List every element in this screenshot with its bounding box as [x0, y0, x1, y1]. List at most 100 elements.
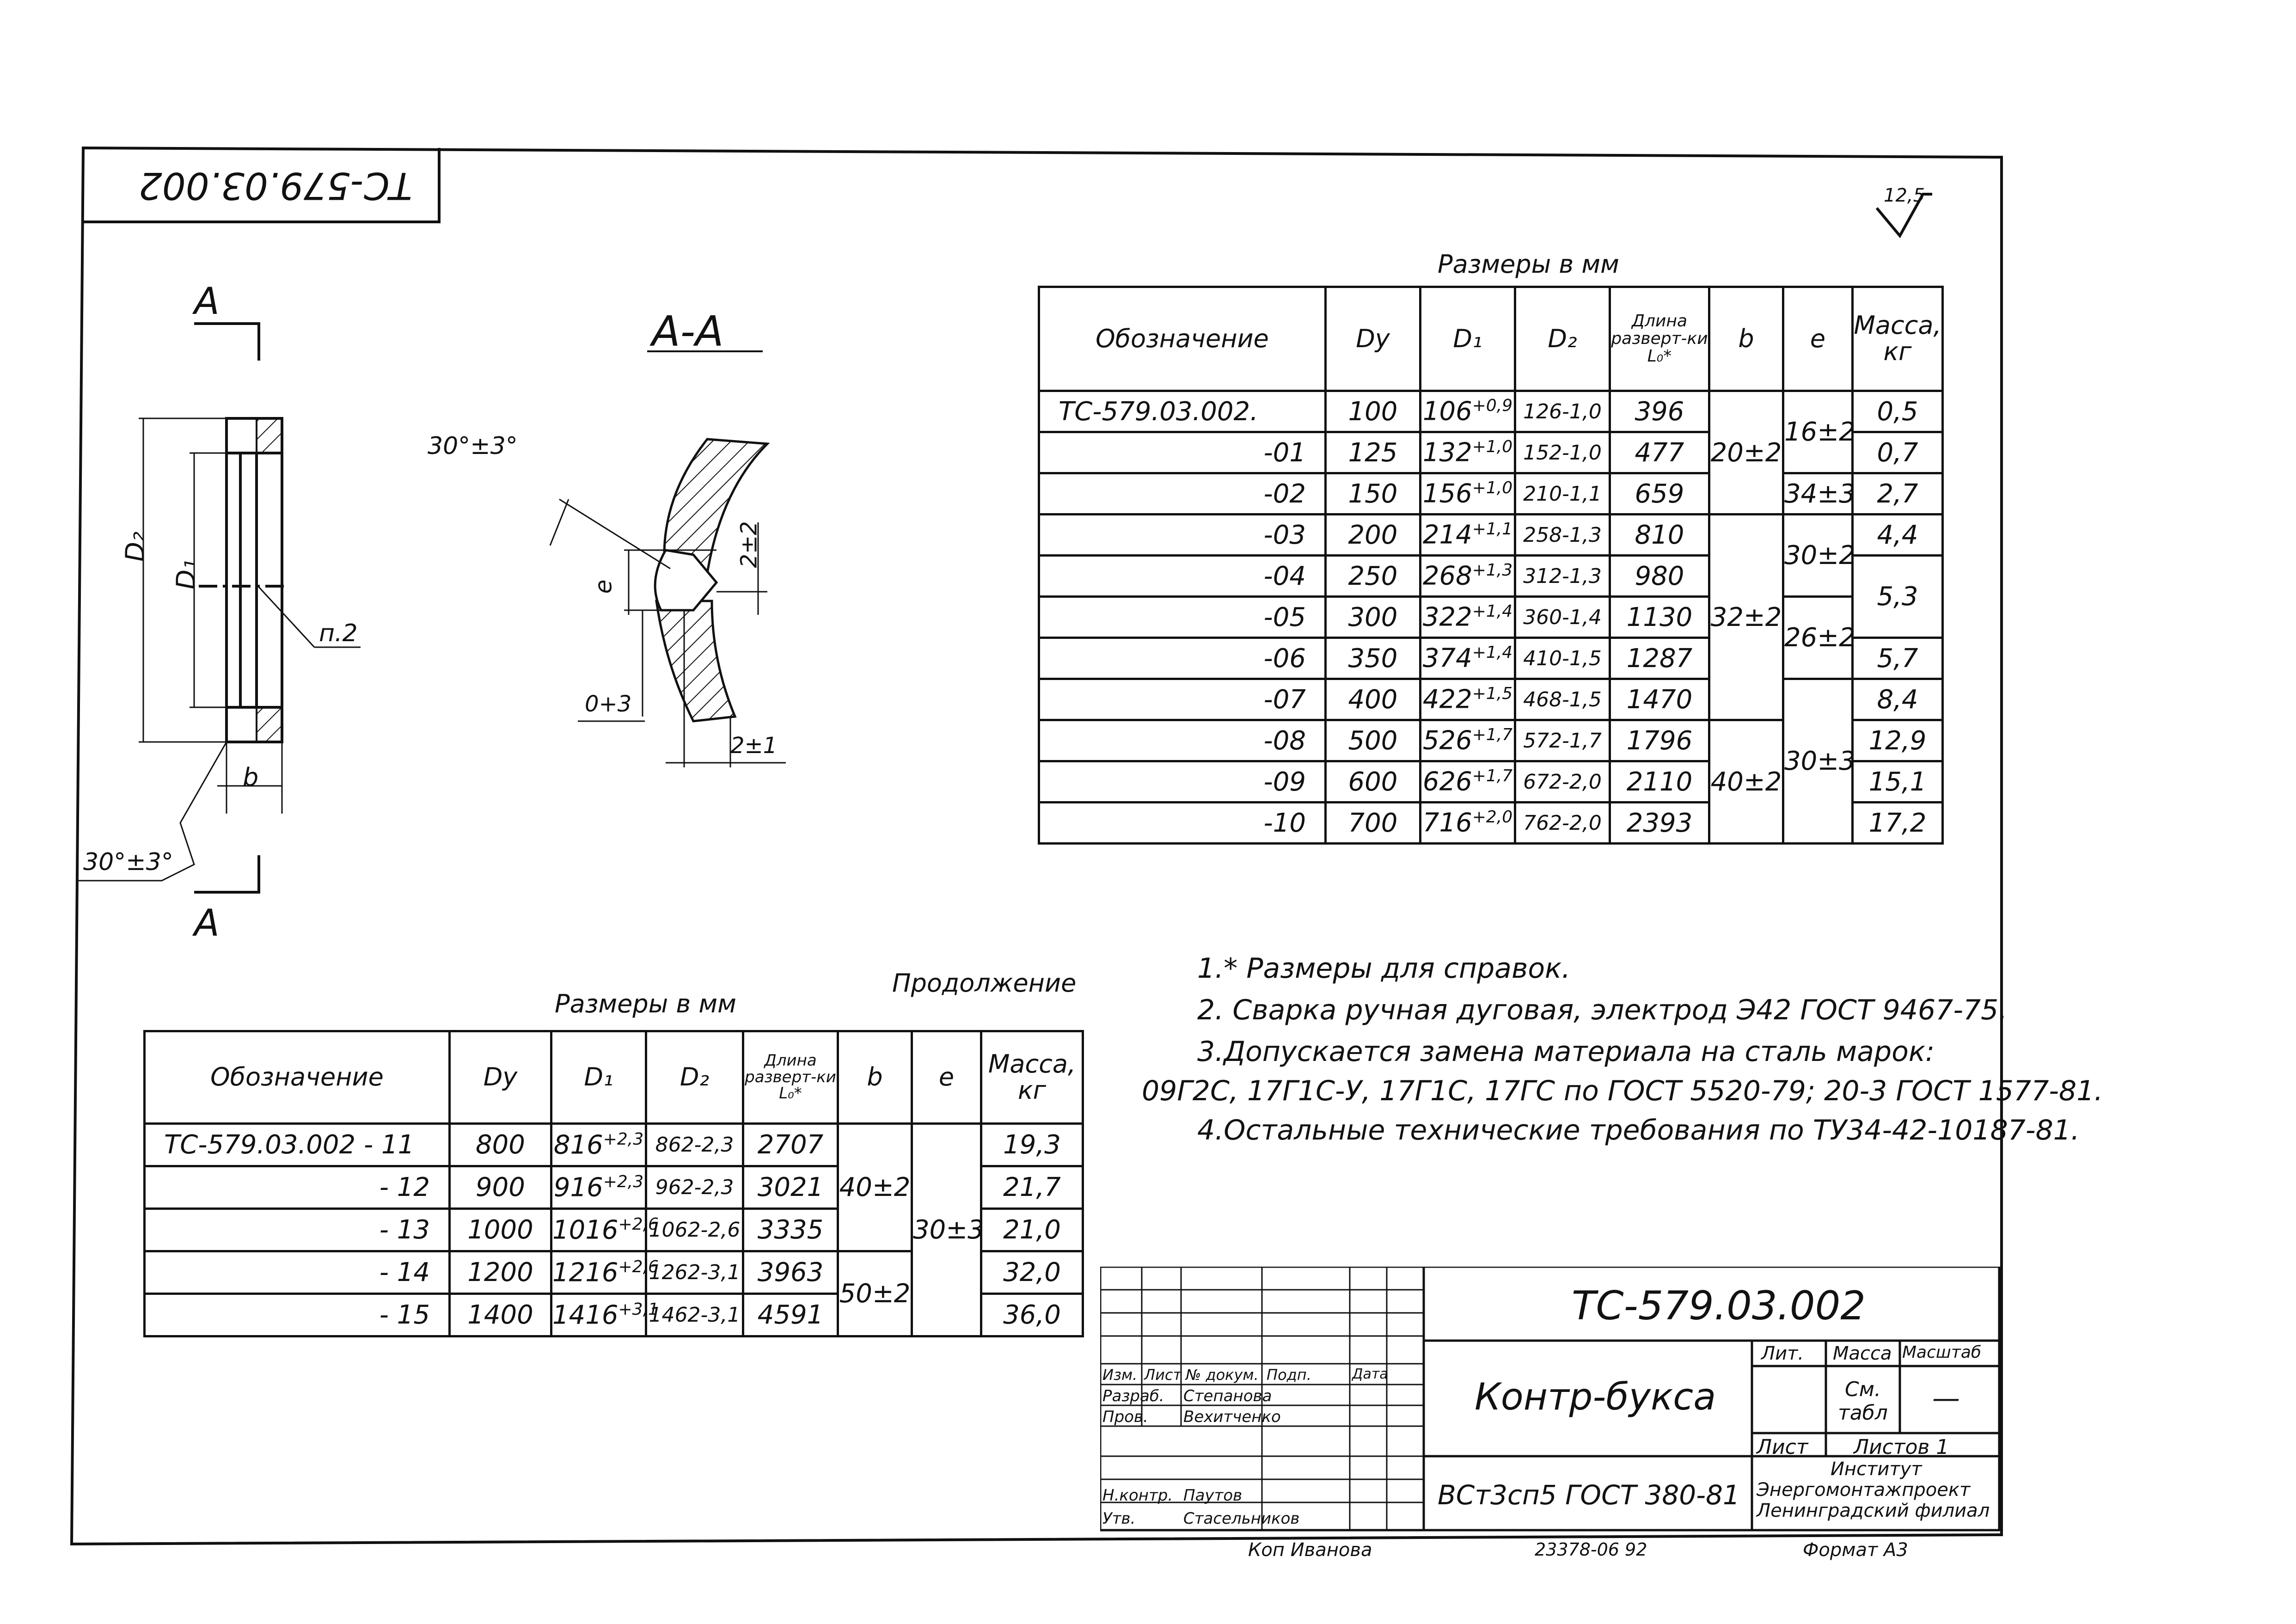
cell-b: 32±2 — [1708, 513, 1784, 721]
cell-length: 2110 — [1609, 760, 1710, 803]
d1-tolerance: +1,1 — [1472, 520, 1513, 539]
copied-by: Коп Иванова — [1248, 1539, 1372, 1561]
section-mark-bottom: А — [194, 901, 220, 944]
cell-d1: 816+2,3 — [550, 1122, 647, 1167]
cell-d1: 716+2,0 — [1419, 801, 1516, 845]
section-title: А-А — [652, 307, 724, 356]
d1-tolerance: +1,3 — [1472, 561, 1513, 580]
cell-e: 16±2 — [1782, 390, 1855, 474]
cell-b: 20±2 — [1708, 390, 1784, 515]
cell-length: 3021 — [742, 1165, 839, 1210]
cell-length: 659 — [1609, 472, 1710, 515]
sheet-format: Формат А3 — [1803, 1539, 1908, 1561]
cell-designation: -06 — [1038, 637, 1327, 680]
cell-dy: 1400 — [448, 1293, 552, 1337]
title-sheet-label: Лист — [1757, 1435, 1808, 1459]
cell-length: 396 — [1609, 390, 1710, 433]
dim-b-label: b — [243, 763, 259, 792]
specification-table-continued: Обозначение Dy D₁ D₂ Длина разверт-ки L₀… — [143, 1030, 1084, 1337]
cell-length: 1287 — [1609, 637, 1710, 680]
title-part-name: Контр-букса — [1475, 1375, 1716, 1418]
table-header-row: Обозначение Dy D₁ D₂ Длина разверт-ки L₀… — [143, 1030, 1084, 1125]
sheet-frame — [70, 146, 2003, 1546]
cell-d1: 214+1,1 — [1419, 513, 1516, 557]
cell-dy: 800 — [448, 1122, 552, 1167]
col-header-dy: Dy — [448, 1030, 552, 1125]
cell-d2: 360-1,4 — [1514, 595, 1611, 639]
d1-value: 322 — [1422, 602, 1472, 632]
title-name-checker: Вехитченко — [1183, 1408, 1281, 1426]
cell-d1: 322+1,4 — [1419, 595, 1516, 639]
cell-dy: 150 — [1324, 472, 1421, 515]
col-header-length: Длина разверт-ки L₀* — [1609, 286, 1710, 392]
d1-value: 214 — [1422, 520, 1472, 550]
col-header-designation: Обозначение — [143, 1030, 451, 1125]
title-name-norm-control: Паутов — [1183, 1486, 1243, 1505]
cell-length: 1796 — [1609, 719, 1710, 762]
title-hdr-sign: Подп. — [1267, 1366, 1311, 1384]
cell-length: 810 — [1609, 513, 1710, 557]
col-header-mass: Масса, кг — [1851, 286, 1944, 392]
cell-mass: 2,7 — [1851, 472, 1944, 515]
title-sheets-label: Листов 1 — [1854, 1435, 1949, 1459]
title-name-approver: Стасельников — [1183, 1509, 1300, 1528]
title-role-approver: Утв. — [1102, 1509, 1136, 1528]
title-role-checker: Пров. — [1102, 1408, 1148, 1426]
cell-d1: 1416+3,1 — [550, 1293, 659, 1337]
cell-d2: 126-1,0 — [1514, 390, 1611, 433]
d1-value: 374 — [1422, 643, 1472, 674]
title-org-1: Институт — [1831, 1459, 1922, 1480]
cell-length: 2707 — [742, 1122, 839, 1167]
dim-d1-label: D₁ — [171, 559, 202, 590]
title-block-frame — [1100, 1267, 2001, 1532]
d1-value: 526 — [1422, 725, 1472, 756]
title-hdr-doc: № докум. — [1186, 1366, 1259, 1384]
section-view — [549, 350, 786, 767]
title-hdr-date: Дата — [1352, 1366, 1388, 1382]
title-col-mass: Масса — [1833, 1343, 1892, 1364]
title-hdr-list: Лист — [1144, 1366, 1182, 1384]
cell-length: 980 — [1609, 554, 1710, 598]
cell-mass: 4,4 — [1851, 513, 1944, 557]
d1-value: 106 — [1422, 396, 1472, 427]
d1-value: 132 — [1422, 437, 1472, 468]
cell-d2: 672-2,0 — [1514, 760, 1611, 803]
cell-e: 30±3 — [911, 1122, 984, 1337]
table-main-caption: Размеры в мм — [1438, 250, 1619, 279]
cell-e: 26±2 — [1782, 595, 1855, 680]
table-cont-caption: Размеры в мм — [555, 989, 736, 1018]
dim-e-label: e — [590, 579, 617, 594]
cell-designation: -10 — [1038, 801, 1327, 845]
cell-length: 1130 — [1609, 595, 1710, 639]
d1-value: 156 — [1422, 478, 1472, 509]
cell-d2: 258-1,3 — [1514, 513, 1611, 557]
cell-dy: 100 — [1324, 390, 1421, 433]
cell-mass: 5,3 — [1851, 554, 1944, 639]
col-header-b: b — [837, 1030, 913, 1125]
cell-designation: -07 — [1038, 678, 1327, 721]
cell-d2: 468-1,5 — [1514, 678, 1611, 721]
cell-d2: 312-1,3 — [1514, 554, 1611, 598]
col-header-e: e — [911, 1030, 982, 1125]
cell-designation: -09 — [1038, 760, 1327, 803]
cell-length: 4591 — [742, 1293, 839, 1337]
d1-value: 1016 — [552, 1215, 618, 1245]
cell-mass: 15,1 — [1851, 760, 1944, 803]
table-header-row: Обозначение Dy D₁ D₂ Длина разверт-ки L₀… — [1038, 286, 1944, 392]
cell-mass: 32,0 — [980, 1250, 1084, 1295]
cell-d1: 374+1,4 — [1419, 637, 1516, 680]
note-4: 4.Остальные технические требования по ТУ… — [1197, 1114, 2080, 1146]
cell-b: 40±2 — [837, 1122, 913, 1252]
d1-tolerance: +1,4 — [1472, 602, 1513, 621]
cell-e: 34±3 — [1782, 472, 1855, 515]
cell-mass: 12,9 — [1851, 719, 1944, 762]
dim-gap-label: 2±2 — [736, 521, 762, 568]
cell-designation: -03 — [1038, 513, 1327, 557]
cell-mass: 0,5 — [1851, 390, 1944, 433]
